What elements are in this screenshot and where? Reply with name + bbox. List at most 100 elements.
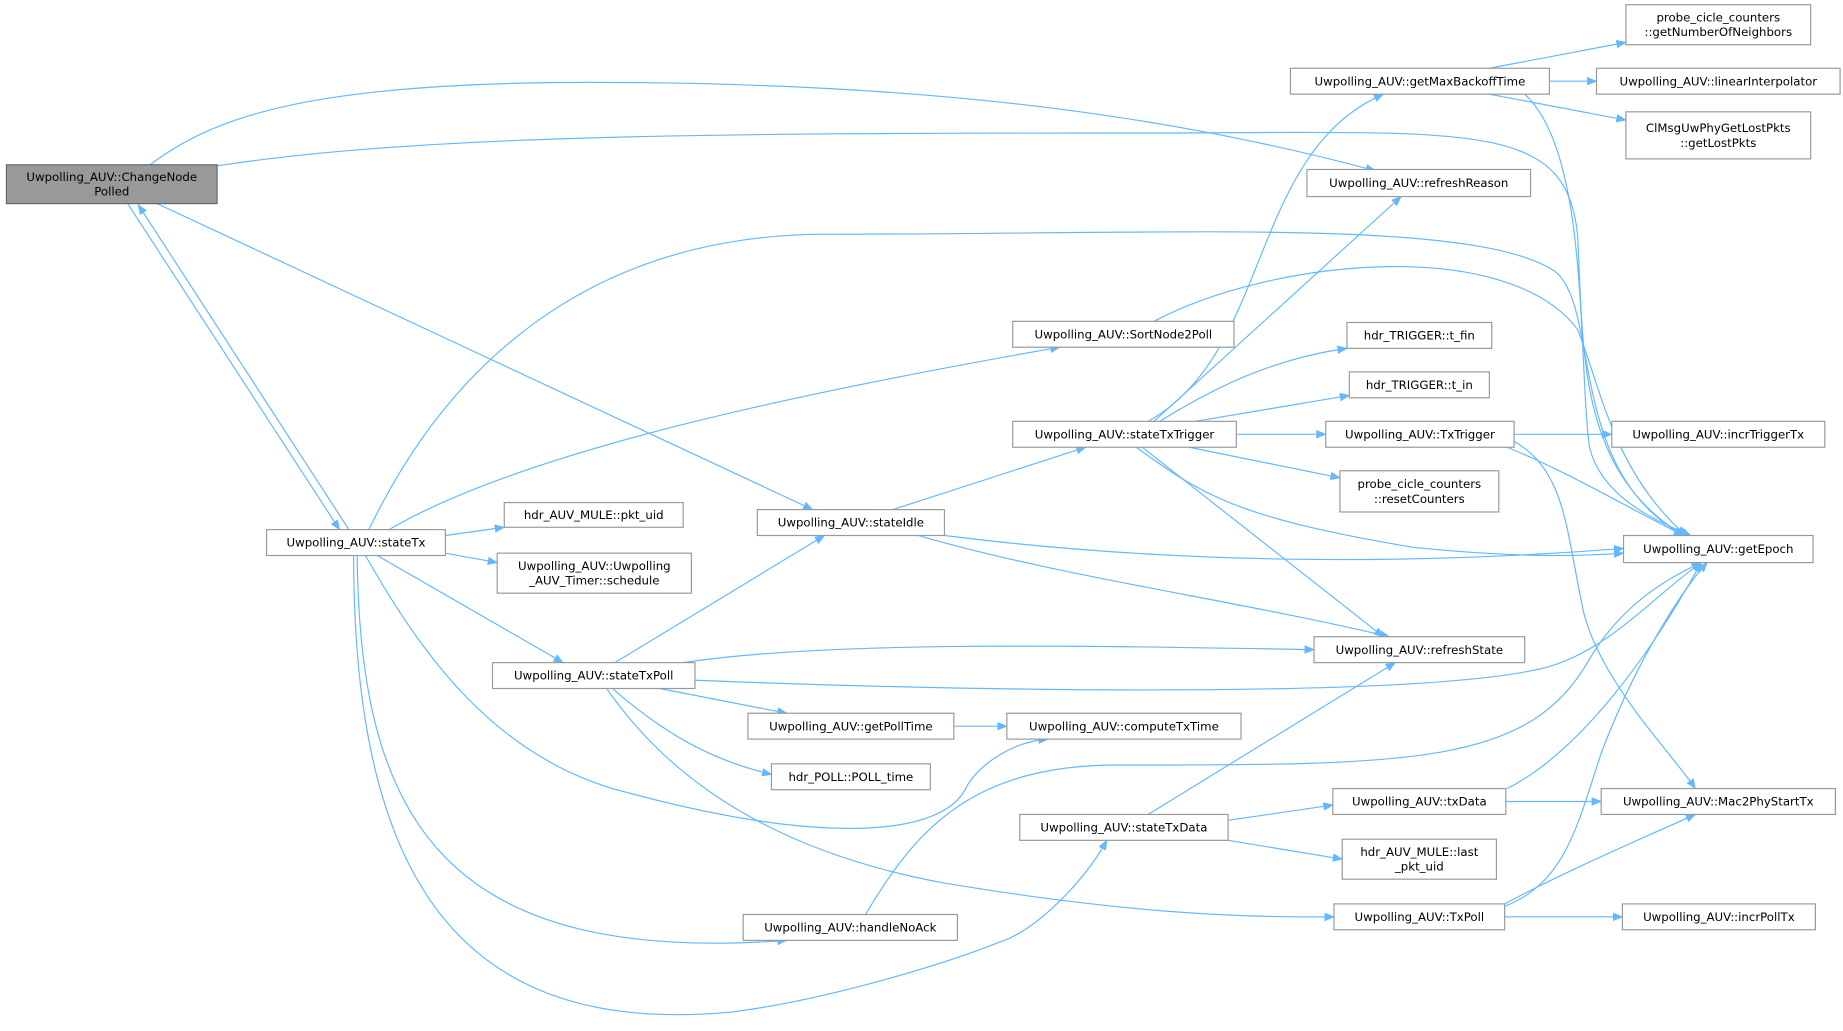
node-box xyxy=(1012,420,1237,448)
edge-state-tx-to-compute-tx-time xyxy=(364,555,1050,829)
node-box xyxy=(265,529,447,557)
node-get-poll-time[interactable]: Uwpolling_AUV::getPollTime xyxy=(747,712,955,740)
edge-state-tx-to-state-tx-data xyxy=(353,555,1108,1016)
node-box xyxy=(1012,320,1235,348)
node-incr-poll-tx[interactable]: Uwpolling_AUV::incrPollTx xyxy=(1621,903,1816,931)
edge-state-tx-to-change-node-polled xyxy=(137,203,350,530)
node-box xyxy=(1341,838,1498,880)
node-box xyxy=(1611,420,1826,448)
node-label: hdr_TRIGGER::t_in xyxy=(1366,378,1473,392)
edge-state-tx-to-sort-node2-poll xyxy=(388,344,1061,531)
node-schedule[interactable]: Uwpolling_AUV::Uwpolling_AUV_Timer::sche… xyxy=(496,552,692,594)
edge-change-node-polled-to-state-idle xyxy=(156,203,814,511)
edge-state-tx-poll-to-get-epoch xyxy=(694,561,1703,691)
node-incr-trigger-tx[interactable]: Uwpolling_AUV::incrTriggerTx xyxy=(1611,420,1826,448)
node-mac2-phy-start-tx[interactable]: Uwpolling_AUV::Mac2PhyStartTx xyxy=(1600,787,1836,816)
edge-state-tx-poll-to-get-poll-time xyxy=(659,687,788,716)
edge-state-tx-to-schedule xyxy=(445,552,499,566)
node-state-idle[interactable]: Uwpolling_AUV::stateIdle xyxy=(756,509,946,537)
node-state-tx[interactable]: Uwpolling_AUV::stateTx xyxy=(265,529,447,557)
edge-state-idle-to-state-tx-trigger xyxy=(892,446,1087,511)
node-label: hdr_AUV_MULE::last xyxy=(1360,845,1478,859)
node-box xyxy=(496,552,692,594)
node-state-tx-trigger[interactable]: Uwpolling_AUV::stateTxTrigger xyxy=(1012,420,1237,448)
node-box xyxy=(742,913,958,941)
edge-get-max-backoff-time-to-get-lost-pkts xyxy=(1489,93,1627,123)
edge-state-tx-trigger-to-refresh-reason xyxy=(1153,195,1402,422)
node-label: Uwpolling_AUV::getMaxBackoffTime xyxy=(1315,74,1526,88)
node-label: hdr_TRIGGER::t_fin xyxy=(1364,329,1475,343)
edge-state-tx-poll-to-refresh-state xyxy=(683,645,1316,664)
node-label: Uwpolling_AUV::refreshState xyxy=(1336,643,1503,657)
node-box xyxy=(1325,420,1515,448)
edge-change-node-polled-to-state-tx xyxy=(127,203,341,531)
node-box xyxy=(1621,903,1816,931)
node-label: ::resetCounters xyxy=(1374,492,1465,506)
node-label: Uwpolling_AUV::getPollTime xyxy=(769,719,933,733)
node-linear-interpolator[interactable]: Uwpolling_AUV::linearInterpolator xyxy=(1595,67,1841,95)
node-get-epoch[interactable]: Uwpolling_AUV::getEpoch xyxy=(1622,534,1814,564)
node-label: Uwpolling_AUV::txData xyxy=(1352,795,1487,809)
node-tx-poll[interactable]: Uwpolling_AUV::TxPoll xyxy=(1333,903,1506,931)
node-box xyxy=(1595,67,1841,95)
edge-state-tx-data-to-last-pkt-uid xyxy=(1227,839,1344,862)
node-t-fin[interactable]: hdr_TRIGGER::t_fin xyxy=(1346,321,1493,349)
node-label: Uwpolling_AUV::incrTriggerTx xyxy=(1632,427,1804,441)
node-box xyxy=(747,712,955,740)
node-tx-data[interactable]: Uwpolling_AUV::txData xyxy=(1332,787,1507,816)
node-label: Uwpolling_AUV::stateTx xyxy=(286,536,425,550)
node-sort-node2-poll[interactable]: Uwpolling_AUV::SortNode2Poll xyxy=(1012,320,1235,348)
node-get-number-of-neighbors[interactable]: probe_cicle_counters::getNumberOfNeighbo… xyxy=(1625,4,1812,46)
node-box xyxy=(1332,787,1507,816)
edge-tx-poll-to-get-epoch xyxy=(1504,561,1708,907)
node-refresh-reason[interactable]: Uwpolling_AUV::refreshReason xyxy=(1306,168,1532,198)
edge-state-idle-to-get-epoch xyxy=(944,534,1625,561)
node-reset-counters[interactable]: probe_cicle_counters::resetCounters xyxy=(1339,470,1500,513)
node-box xyxy=(503,501,684,528)
node-box xyxy=(756,509,946,537)
node-state-tx-poll[interactable]: Uwpolling_AUV::stateTxPoll xyxy=(491,662,696,690)
edge-state-tx-poll-to-state-idle xyxy=(614,534,826,664)
node-label: Uwpolling_AUV::refreshReason xyxy=(1329,176,1508,190)
node-label: _pkt_uid xyxy=(1394,860,1444,874)
node-label: ::getLostPkts xyxy=(1680,136,1756,150)
node-label: Uwpolling_AUV::Mac2PhyStartTx xyxy=(1623,795,1814,809)
node-compute-tx-time[interactable]: Uwpolling_AUV::computeTxTime xyxy=(1006,712,1242,740)
node-get-lost-pkts[interactable]: ClMsgUwPhyGetLostPkts::getLostPkts xyxy=(1625,111,1812,160)
node-t-in[interactable]: hdr_TRIGGER::t_in xyxy=(1348,371,1490,399)
node-label: Uwpolling_AUV::stateTxPoll xyxy=(514,669,673,683)
node-tx-trigger[interactable]: Uwpolling_AUV::TxTrigger xyxy=(1325,420,1515,448)
edge-state-tx-trigger-to-reset-counters xyxy=(1189,446,1341,481)
node-box xyxy=(770,763,931,791)
node-state-tx-data[interactable]: Uwpolling_AUV::stateTxData xyxy=(1019,813,1229,841)
edge-state-tx-trigger-to-t-in xyxy=(1195,392,1351,422)
node-label: Uwpolling_AUV::getEpoch xyxy=(1643,542,1793,556)
node-label: Uwpolling_AUV::handleNoAck xyxy=(764,921,936,935)
edge-state-tx-to-handle-no-ack xyxy=(356,555,788,946)
node-box xyxy=(1289,67,1550,95)
node-box xyxy=(491,662,696,690)
node-poll-time[interactable]: hdr_POLL::POLL_time xyxy=(770,763,931,791)
edge-handle-no-ack-to-get-epoch xyxy=(865,562,1703,915)
node-handle-no-ack[interactable]: Uwpolling_AUV::handleNoAck xyxy=(742,913,958,941)
node-label: probe_cicle_counters xyxy=(1358,477,1482,491)
node-box xyxy=(1600,787,1836,816)
node-label: _AUV_Timer::schedule xyxy=(528,574,659,588)
node-box xyxy=(1346,321,1493,349)
edge-state-tx-trigger-to-get-max-backoff-time xyxy=(1147,93,1385,422)
node-last-pkt-uid[interactable]: hdr_AUV_MULE::last_pkt_uid xyxy=(1341,838,1498,880)
node-box xyxy=(1339,470,1500,513)
edge-state-tx-trigger-to-refresh-state xyxy=(1141,446,1385,638)
node-box xyxy=(1333,903,1506,931)
node-pkt-uid[interactable]: hdr_AUV_MULE::pkt_uid xyxy=(503,501,684,528)
node-label: probe_cicle_counters xyxy=(1656,10,1780,24)
edge-tx-data-to-get-epoch xyxy=(1506,561,1702,790)
edge-state-tx-to-pkt-uid xyxy=(445,524,506,537)
node-box xyxy=(1625,111,1812,160)
node-refresh-state[interactable]: Uwpolling_AUV::refreshState xyxy=(1313,636,1526,664)
edges-layer xyxy=(127,39,1708,1016)
node-get-max-backoff-time[interactable]: Uwpolling_AUV::getMaxBackoffTime xyxy=(1289,67,1550,95)
node-label: ClMsgUwPhyGetLostPkts xyxy=(1646,121,1791,135)
